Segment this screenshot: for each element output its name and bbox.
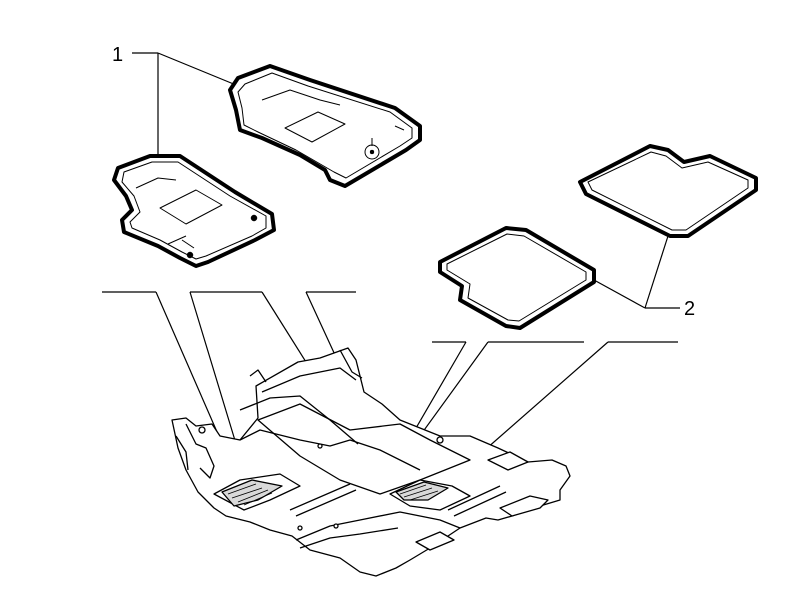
callout-1-leaders <box>132 52 237 158</box>
callout-2-label: 2 <box>684 298 696 320</box>
callout-2-leaders <box>593 235 680 309</box>
heel-pad <box>221 479 283 507</box>
plain-mat-middle <box>438 226 596 330</box>
rear-floor-mat <box>228 64 422 188</box>
floor-carpet <box>171 347 571 577</box>
callout-1-label: 1 <box>112 44 124 66</box>
front-floor-mat <box>112 154 276 268</box>
passenger-pad <box>395 481 449 501</box>
plain-mat-right <box>578 144 758 238</box>
